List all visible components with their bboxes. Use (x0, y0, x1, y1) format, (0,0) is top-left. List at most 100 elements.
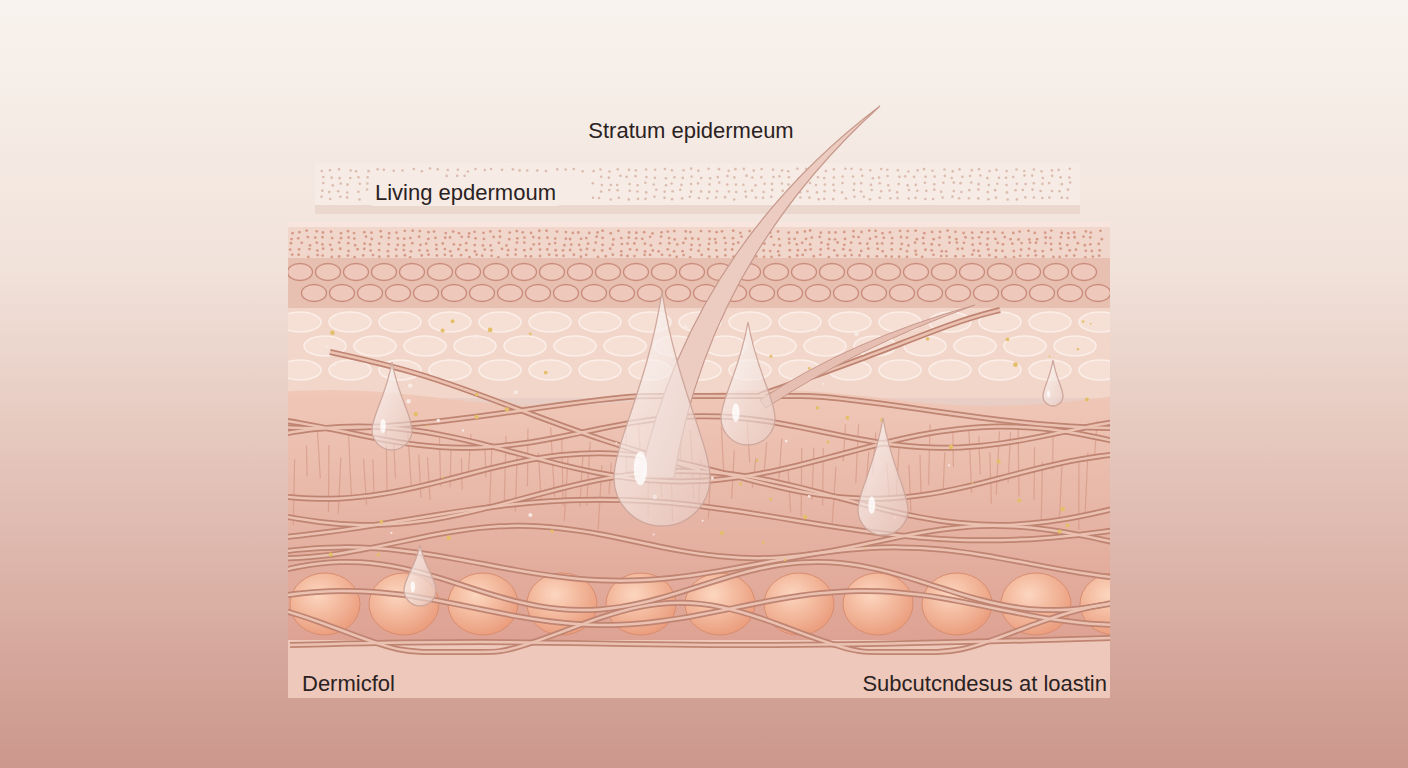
band-dot (411, 229, 414, 232)
slab-dot (841, 191, 844, 194)
sparkle (827, 440, 830, 443)
band-dot (482, 244, 485, 247)
sparkle (1006, 338, 1010, 342)
slab-dot (986, 177, 989, 180)
band-top-edge (288, 222, 1110, 227)
band-dot (436, 254, 439, 257)
sparkle (1057, 529, 1061, 533)
band-dot (805, 238, 808, 241)
slab-dot (914, 184, 917, 187)
slab-dot (904, 175, 907, 178)
band-dot (569, 249, 572, 252)
band-dot (868, 229, 871, 232)
band-dot (467, 235, 470, 238)
slab-dot (357, 191, 360, 194)
sparkle (948, 464, 950, 466)
light-cell (354, 336, 396, 356)
sparkle (329, 552, 333, 556)
band-dot (876, 247, 879, 250)
sparkle (414, 412, 418, 416)
sparkle (822, 383, 824, 385)
slab-dot (728, 190, 731, 193)
fat-globule (843, 573, 913, 635)
sparkle (474, 415, 478, 419)
slab-dot (320, 195, 323, 198)
dermal-striation (1033, 447, 1035, 500)
band-dot (986, 231, 989, 234)
slab-dot (1051, 169, 1054, 172)
band-dot (532, 243, 535, 246)
slab-dot (853, 183, 856, 186)
band-dot (869, 237, 872, 240)
epidermal-cell (778, 285, 803, 302)
slab-dot (852, 189, 855, 192)
slab-dot (690, 175, 693, 178)
slab-edge (315, 205, 1080, 214)
band-dot (661, 253, 664, 256)
sparkle (330, 330, 335, 335)
light-cell (479, 360, 521, 380)
slab-dot (754, 184, 757, 187)
slab-dot (852, 175, 855, 178)
band-dot (562, 254, 565, 257)
slab-dot (1039, 190, 1042, 193)
slab-dot (636, 190, 639, 193)
epidermal-cell (960, 264, 985, 281)
band-dot (395, 231, 398, 234)
slab-dot (977, 197, 980, 200)
band-dot (724, 248, 727, 251)
epidermal-cell (988, 264, 1013, 281)
band-dot (369, 243, 372, 246)
slab-dot (906, 184, 909, 187)
band-dot (954, 230, 957, 233)
slab-dot (320, 170, 323, 173)
slab-dot (545, 170, 548, 173)
slab-dot (977, 188, 980, 191)
slab-dot (690, 167, 693, 170)
band-dot (971, 231, 974, 234)
slab-dot (841, 175, 844, 178)
light-cell (929, 360, 971, 380)
slab-dot (1060, 196, 1063, 199)
slab-dot (680, 184, 683, 187)
fibre-outline (288, 603, 1110, 652)
epidermal-cell (1058, 285, 1083, 302)
epidermal-cell (400, 264, 425, 281)
slab-dot (718, 181, 721, 184)
band-dot (523, 241, 526, 244)
droplet-highlight (732, 403, 740, 422)
slab-dot (771, 183, 774, 186)
slab-dot (1006, 198, 1009, 201)
band-dot (474, 237, 477, 240)
band-dot (651, 249, 654, 252)
band-dot (660, 231, 663, 234)
slab-dot (880, 190, 883, 193)
band-dot (666, 248, 669, 251)
band-dot (444, 232, 447, 235)
light-cell (529, 312, 571, 332)
band-dot (978, 236, 981, 239)
band-dot (321, 254, 324, 257)
slab-dot (700, 190, 703, 193)
slab-dot (526, 169, 529, 172)
slab-dot (1033, 168, 1036, 171)
band-dot (609, 232, 612, 235)
slab-dot (745, 174, 748, 177)
band-dot (697, 238, 700, 241)
band-dot (539, 255, 542, 258)
slab-dot (833, 189, 836, 192)
slab-dot (598, 197, 601, 200)
light-cell (754, 336, 796, 356)
slab-dot (357, 176, 360, 179)
dermal-striation (349, 436, 352, 496)
band-dot (843, 231, 846, 234)
band-dot (995, 249, 998, 252)
slab-dot (853, 195, 856, 198)
band-dot (546, 248, 549, 251)
sparkle (816, 406, 820, 410)
band-dot (330, 256, 333, 259)
band-dot (370, 238, 373, 241)
slab-dot (322, 176, 325, 179)
sparkle (785, 440, 788, 443)
